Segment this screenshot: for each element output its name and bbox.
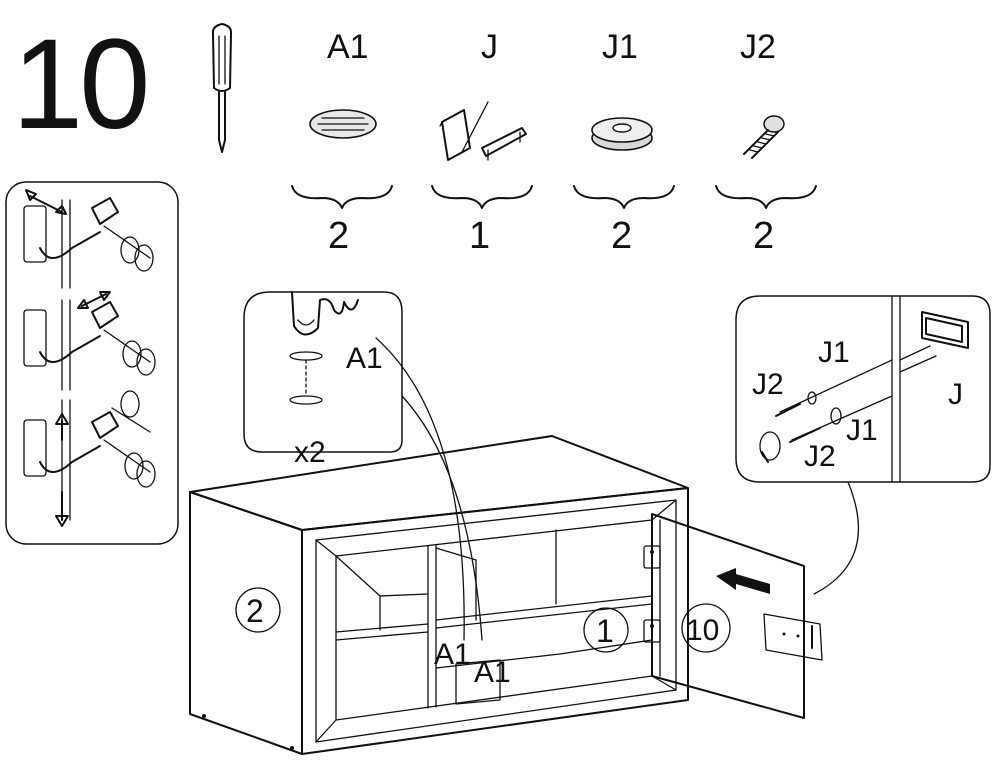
handle-icon	[899, 311, 969, 373]
brace-icon	[573, 185, 675, 209]
part-code: J1	[602, 28, 638, 66]
hinge-adjustment-panel	[5, 181, 179, 545]
door-number: 10	[686, 614, 719, 647]
part-qty: 1	[469, 215, 490, 257]
hinge-adjust-3	[23, 390, 156, 527]
hinge-adjust-1	[23, 189, 154, 289]
handle-label-j1: J1	[818, 336, 850, 369]
finger-icon	[291, 291, 359, 336]
part-qty: 2	[611, 215, 632, 257]
handle-detail-panel: J1 J2 J1 J2 J	[735, 295, 991, 483]
part-code: A1	[327, 28, 369, 66]
pad-callout-line	[375, 337, 465, 641]
hinge-icon	[643, 545, 661, 643]
handle-label-j2b: J2	[804, 440, 836, 473]
pad-detail-label: A1	[346, 342, 383, 375]
door-badge: 10	[681, 603, 731, 653]
handle-label-j: J	[948, 378, 963, 411]
door-handle-icon	[763, 613, 823, 661]
part-qty: 2	[328, 215, 349, 257]
shelf-unit-number: 1	[596, 613, 614, 649]
pad-label-left: A1	[434, 638, 471, 671]
part-code: J	[481, 28, 498, 66]
part-a1: A1 2	[291, 28, 393, 257]
side-panel-badge: 2	[235, 587, 281, 633]
brace-icon	[291, 185, 393, 209]
handle-label-j2: J2	[752, 368, 784, 401]
pad-detail-count: x2	[294, 436, 326, 469]
part-j2: J2 2	[715, 28, 817, 257]
brace-icon	[431, 185, 533, 209]
bumper-pad-icon	[309, 109, 377, 139]
hinge-adjust-2	[23, 291, 156, 391]
shelf-unit-badge: 1	[583, 607, 629, 653]
screw-washer-icon	[759, 359, 893, 463]
cabinet: 2 1 10 A1 A1	[189, 435, 823, 755]
handle-callout-line	[813, 481, 860, 595]
pad-callout-line	[401, 395, 483, 641]
side-panel-number: 2	[246, 593, 264, 629]
screwdriver-icon	[211, 23, 233, 153]
part-j1: J1 2	[573, 28, 675, 257]
handle-icon	[439, 101, 527, 161]
handle-label-j1b: J1	[846, 414, 878, 447]
part-code: J2	[740, 28, 776, 66]
pad-label-right: A1	[474, 656, 511, 689]
screw-icon	[743, 115, 785, 159]
step-number: 10	[12, 13, 146, 156]
pad-detail-panel: A1 x2	[243, 291, 403, 469]
brace-icon	[715, 185, 817, 209]
washer-icon	[591, 117, 653, 151]
part-qty: 2	[753, 215, 774, 257]
part-j: J 1	[431, 28, 533, 257]
push-arrow-icon	[716, 568, 770, 594]
